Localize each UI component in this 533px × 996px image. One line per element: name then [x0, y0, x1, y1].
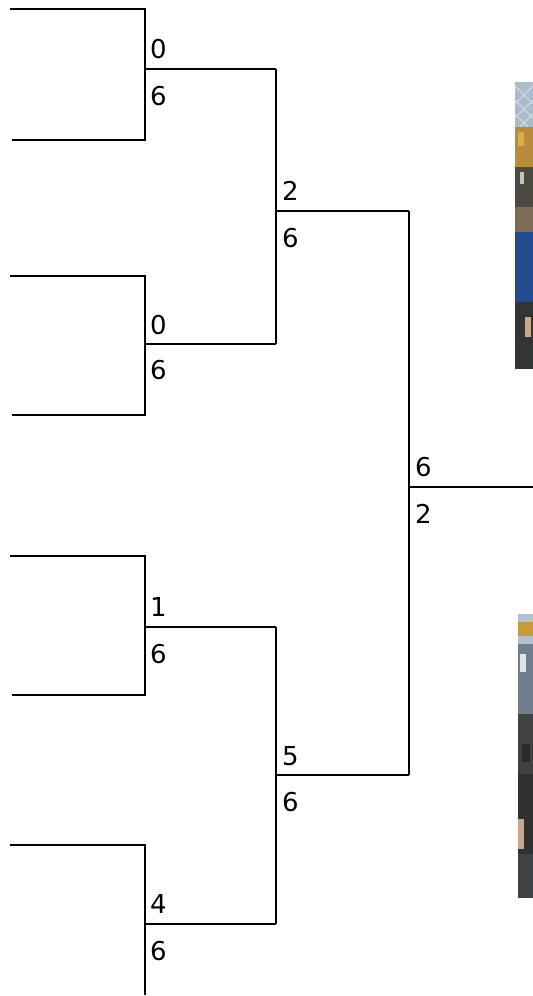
r1-m4-top-score: 4: [150, 890, 167, 920]
r2-m1-bottom-score: 6: [282, 224, 299, 254]
r1-m3-bottom-score: 6: [150, 640, 167, 670]
r1-m2-top-line: [10, 276, 145, 415]
player-photo-bottom-image: [518, 614, 533, 898]
player-photo-bottom: [518, 614, 533, 898]
r1-m3-top-score: 1: [150, 593, 167, 623]
r1-m3-top-line: [10, 556, 145, 695]
r2-m1-top-score: 2: [282, 177, 299, 207]
final-bottom-score: 2: [415, 500, 432, 530]
r1-m1-bottom-score: 6: [150, 82, 167, 112]
player-photo-top: [515, 82, 533, 369]
r2-m2-bottom-score: 6: [282, 788, 299, 818]
player-photo-top-image: [515, 82, 533, 369]
r1-m4-top-line: [10, 845, 145, 995]
bracket-lines: [10, 9, 533, 995]
r1-m1-top-line: [10, 9, 145, 140]
r1-m4-bottom-score: 6: [150, 937, 167, 967]
r1-m2-top-score: 0: [150, 311, 167, 341]
r1-m2-bottom-score: 6: [150, 356, 167, 386]
r1-m1-top-score: 0: [150, 35, 167, 65]
r2-m2-top-score: 5: [282, 742, 299, 772]
final-top-score: 6: [415, 453, 432, 483]
